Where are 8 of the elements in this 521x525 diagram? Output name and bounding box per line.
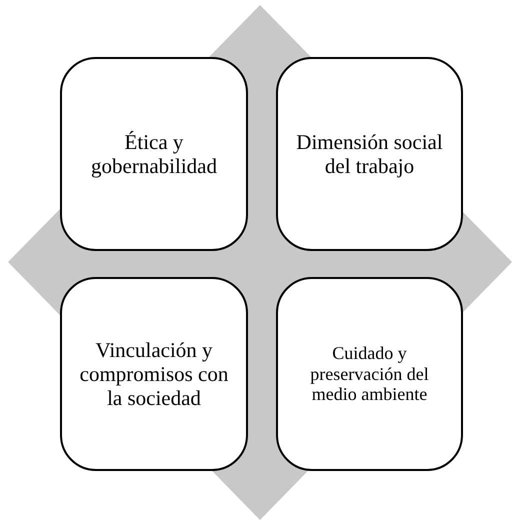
- rounded-box: [60, 277, 248, 471]
- rounded-box: [276, 57, 463, 251]
- box-label: Dimensión social del trabajo: [295, 130, 444, 178]
- box-label: Ética y gobernabilidad: [90, 130, 218, 178]
- box-label: Cuidado y preservación del medio ambiente: [309, 342, 430, 406]
- rounded-box: [276, 277, 463, 471]
- box-label: Vinculación y compromisos con la sociedad: [78, 338, 230, 410]
- rounded-box: [60, 57, 248, 251]
